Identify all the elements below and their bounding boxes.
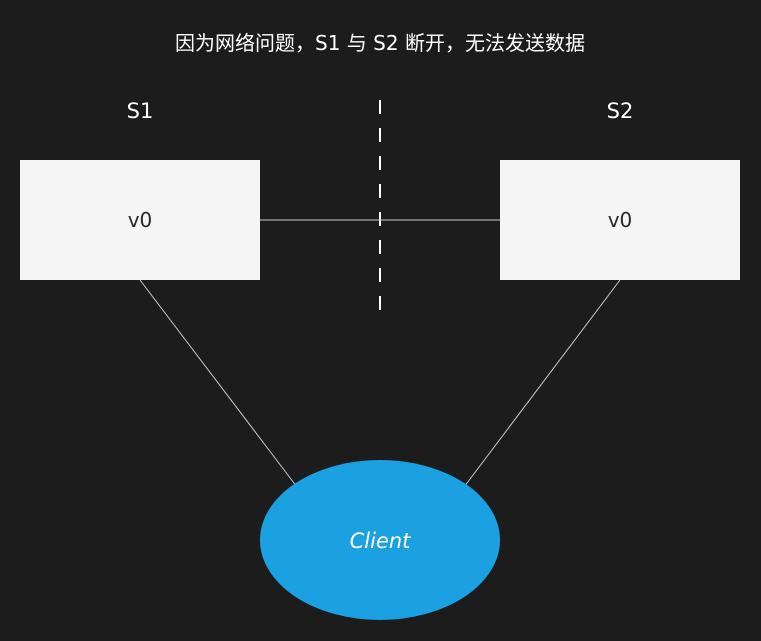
client-label: Client [350,529,412,553]
s1-client-link [139,279,298,488]
server-s1-node: v0 [20,160,260,280]
server-s2-node: v0 [500,160,740,280]
diagram-title: 因为网络问题，S1 与 S2 断开，无法发送数据 [175,31,585,55]
client-ellipse [260,460,500,620]
server-s1-value: v0 [128,208,153,232]
client-node: Client [260,460,500,620]
s2-client-link [463,279,621,488]
server-s2-box [500,160,740,280]
server-s1-box [20,160,260,280]
server-s2-value: v0 [608,208,633,232]
server-s1-label: S1 [127,99,154,123]
server-s2-label: S2 [607,99,634,123]
